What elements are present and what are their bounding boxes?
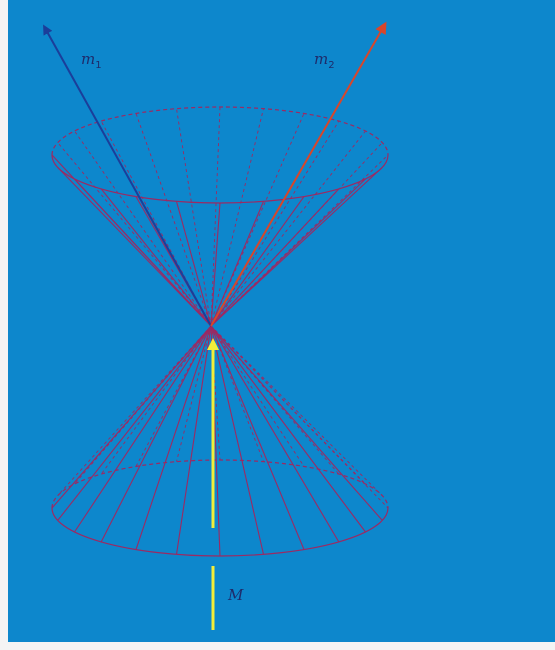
upper-cone-generator-line bbox=[100, 188, 212, 327]
upper-cone-generator-line bbox=[210, 178, 366, 327]
lower-cone-generator-line bbox=[51, 325, 212, 509]
double-cone bbox=[51, 106, 389, 557]
lower-cone-generator-line bbox=[210, 325, 366, 533]
m2-vector-arrow bbox=[210, 21, 387, 327]
lower-cone-generator-line bbox=[175, 325, 212, 555]
lower-cone-generator-line bbox=[210, 325, 264, 462]
upper-cone-generator-line bbox=[210, 201, 265, 327]
upper-cone-generator-line bbox=[176, 108, 212, 327]
upper-cone-generator-line bbox=[57, 167, 212, 327]
upper-cone-generator-line bbox=[135, 113, 212, 327]
upper-cone-generator-line bbox=[175, 201, 212, 327]
M-label: M bbox=[227, 586, 244, 604]
lower-cone-generator-line bbox=[74, 325, 212, 533]
m2-label: m2 bbox=[314, 50, 335, 71]
lower-cone-generator-line bbox=[210, 325, 265, 555]
lower-cone-generator-line bbox=[135, 325, 212, 550]
upper-cone-generator-line bbox=[210, 196, 305, 327]
lower-cone-generator-line bbox=[57, 325, 212, 496]
upper-cone-generator-line bbox=[210, 106, 221, 327]
lower-cone-generator-line bbox=[210, 325, 340, 543]
upper-cone-rim-back bbox=[51, 106, 389, 156]
lower-cone-generator-line bbox=[74, 325, 212, 485]
lower-cone-generator-line bbox=[57, 325, 212, 521]
diagram-panel: m1 m2 M bbox=[8, 0, 555, 642]
upper-cone-generator-line bbox=[74, 130, 212, 327]
lower-cone-generator-line bbox=[176, 325, 212, 462]
lower-cone-generator-line bbox=[100, 325, 212, 475]
lower-cone-generator-line bbox=[210, 325, 366, 485]
lower-cone-generator-line bbox=[210, 325, 340, 475]
lower-cone-generator-line bbox=[135, 325, 212, 467]
upper-cone-generator-line bbox=[210, 108, 264, 327]
upper-cone-generator-line bbox=[210, 154, 389, 327]
upper-cone-generator-line bbox=[210, 113, 305, 327]
lower-cone-generator-line bbox=[210, 325, 305, 467]
precession-cone-diagram: m1 m2 M bbox=[8, 0, 555, 642]
upper-cone-generator-line bbox=[210, 120, 340, 327]
lower-cone-generator-line bbox=[210, 325, 305, 550]
m1-label: m1 bbox=[81, 50, 102, 71]
upper-cone-generator-line bbox=[57, 142, 212, 327]
lower-cone-generator-line bbox=[100, 325, 212, 543]
upper-cone-generator-line bbox=[210, 202, 221, 327]
m1-vector-arrow bbox=[43, 24, 212, 327]
diagram-background bbox=[8, 0, 555, 642]
lower-cone-generator-line bbox=[210, 325, 383, 496]
upper-cone-rim-front bbox=[51, 154, 389, 204]
upper-cone-generator-line bbox=[51, 154, 212, 327]
lower-cone-generator-line bbox=[210, 325, 221, 461]
